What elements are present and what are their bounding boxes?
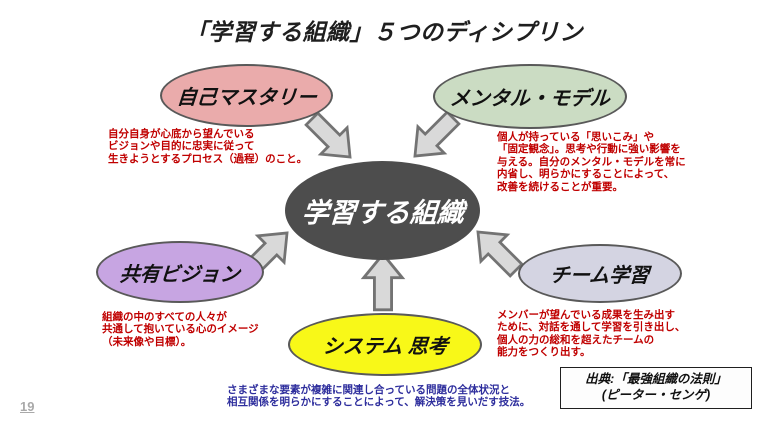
desc-self-mastery: 自分自身が心底から望んでいる ビジョンや目的に忠実に従って 生きようとするプロセ… bbox=[108, 128, 308, 165]
slide-title: 「学習する組織」５つのディシプリン bbox=[185, 19, 583, 45]
source-citation-box: 出典:「最強組織の法則」 (ピーター・センゲ) bbox=[560, 367, 752, 409]
desc-team-learning: メンバーが望んでいる成果を生み出す ために、対話を通して学習を引き出し、 個人の… bbox=[497, 309, 686, 359]
desc-shared-vision: 組織の中のすべての人々が 共通して抱いている心のイメージ （未来像や目標）。 bbox=[102, 311, 259, 348]
node-mental-model: メンタル・モデル bbox=[433, 64, 627, 129]
node-systems-thinking: システム 思考 bbox=[288, 313, 482, 376]
node-team-learning: チーム学習 bbox=[518, 244, 682, 303]
desc-systems-thinking: さまざまな要素が複雑に関連し合っている問題の全体状況と 相互関係を明らかにするこ… bbox=[227, 384, 531, 409]
source-title: 出典:「最強組織の法則」 bbox=[585, 372, 727, 387]
source-author: (ピーター・センゲ) bbox=[601, 388, 711, 402]
node-mental-model-label: メンタル・モデル bbox=[449, 88, 611, 110]
node-team-learning-label: チーム学習 bbox=[549, 265, 651, 287]
desc-mental-model: 個人が持っている「思いこみ」や 「固定観念」。思考や行動に強い影響を 与える。自… bbox=[497, 131, 686, 193]
page-number: 19 bbox=[20, 399, 35, 414]
node-systems-thinking-label: システム 思考 bbox=[321, 336, 449, 358]
arrow-from-team-learning bbox=[476, 230, 524, 278]
center-node-label: 学習する組織 bbox=[300, 198, 465, 228]
node-self-mastery-label: 自己マスタリー bbox=[175, 87, 318, 109]
arrow-from-systems-thinking bbox=[360, 251, 406, 312]
arrow-from-mental-model bbox=[413, 110, 461, 158]
arrow-from-self-mastery bbox=[304, 111, 352, 159]
center-node-learning-organization: 学習する組織 bbox=[285, 161, 480, 260]
node-shared-vision-label: 共有ビジョン bbox=[119, 263, 241, 286]
node-shared-vision: 共有ビジョン bbox=[96, 241, 264, 303]
node-self-mastery: 自己マスタリー bbox=[160, 64, 333, 127]
